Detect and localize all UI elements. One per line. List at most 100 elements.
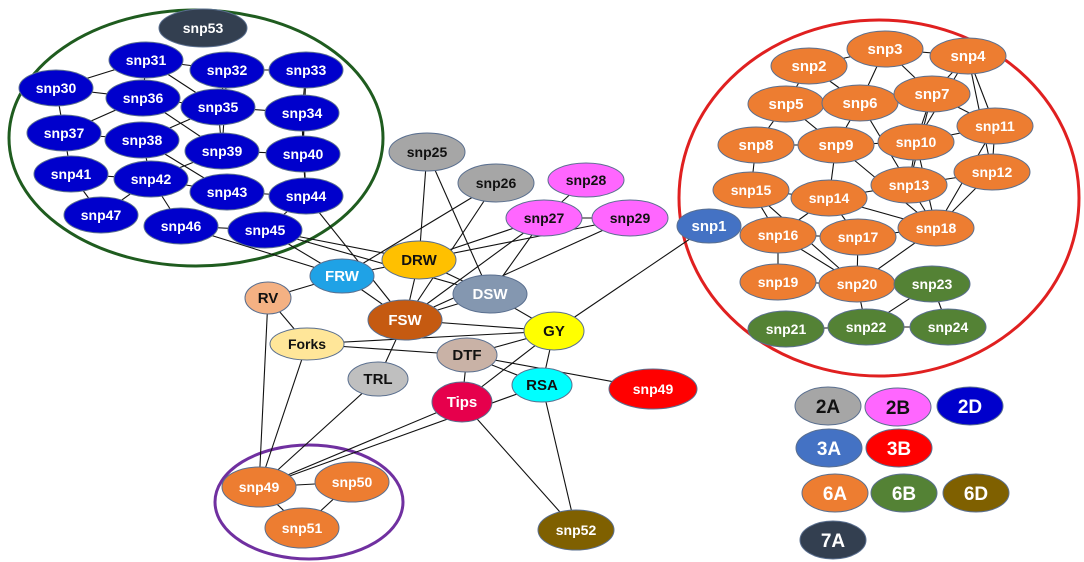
edge-snp26-FRW <box>341 182 497 277</box>
node-snp47[interactable]: snp47 <box>63 196 139 234</box>
node-label: snp36 <box>123 90 164 106</box>
node-DTF[interactable]: DTF <box>436 337 498 373</box>
node-snp51[interactable]: snp51 <box>264 507 340 549</box>
node-snp29[interactable]: snp29 <box>591 199 669 237</box>
node-snp45[interactable]: snp45 <box>227 211 303 249</box>
node-DSW[interactable]: DSW <box>452 274 528 314</box>
node-snp42[interactable]: snp42 <box>113 160 189 198</box>
node-snp18[interactable]: snp18 <box>897 209 975 247</box>
node-snp28[interactable]: snp28 <box>547 162 625 198</box>
node-label: snp44 <box>286 188 327 204</box>
edge-snp29-FSW <box>404 217 631 321</box>
node-snp6[interactable]: snp6 <box>821 84 899 122</box>
node-snp26[interactable]: snp26 <box>457 163 535 203</box>
node-snp24[interactable]: snp24 <box>909 308 987 346</box>
node-snp21[interactable]: snp21 <box>747 310 825 348</box>
node-snp16[interactable]: snp16 <box>739 216 817 254</box>
node-RSA[interactable]: RSA <box>511 367 573 403</box>
node-shape <box>821 84 899 122</box>
node-label: snp49 <box>633 381 674 397</box>
legend-item-2D: 2D <box>936 386 1004 426</box>
node-snp49r[interactable]: snp49 <box>608 368 698 410</box>
node-snp40[interactable]: snp40 <box>265 135 341 173</box>
legend-swatch <box>942 473 1010 513</box>
node-snp32[interactable]: snp32 <box>189 51 265 89</box>
node-label: snp21 <box>766 321 807 337</box>
node-snp43[interactable]: snp43 <box>189 173 265 211</box>
node-snp34[interactable]: snp34 <box>264 94 340 132</box>
node-Forks[interactable]: Forks <box>269 327 345 361</box>
node-label: snp24 <box>928 319 969 335</box>
node-snp7[interactable]: snp7 <box>893 75 971 113</box>
node-GY[interactable]: GY <box>523 311 585 351</box>
node-RV[interactable]: RV <box>244 281 292 315</box>
node-snp39[interactable]: snp39 <box>184 132 260 170</box>
node-snp35[interactable]: snp35 <box>180 88 256 126</box>
node-snp15[interactable]: snp15 <box>712 171 790 209</box>
node-shape <box>158 8 248 48</box>
node-snp41[interactable]: snp41 <box>33 155 109 193</box>
node-snp52[interactable]: snp52 <box>537 509 615 551</box>
node-snp36[interactable]: snp36 <box>105 79 181 117</box>
node-label: RV <box>258 290 279 307</box>
node-snp38[interactable]: snp38 <box>104 121 180 159</box>
edge-TRL-snp49 <box>258 378 379 488</box>
node-snp30[interactable]: snp30 <box>18 69 94 107</box>
node-shape <box>523 311 585 351</box>
node-shape <box>18 69 94 107</box>
node-label: snp11 <box>975 118 1015 134</box>
node-TRL[interactable]: TRL <box>347 361 409 397</box>
node-label: snp45 <box>245 222 286 238</box>
node-label: snp5 <box>768 96 803 113</box>
node-label: snp26 <box>476 175 517 191</box>
node-label: snp30 <box>36 80 77 96</box>
node-shape <box>244 281 292 315</box>
edge-Forks-snp49 <box>258 343 308 488</box>
node-label: Forks <box>288 336 326 352</box>
legend-label: 3B <box>887 439 911 460</box>
node-snp31[interactable]: snp31 <box>108 41 184 79</box>
node-snp46[interactable]: snp46 <box>143 207 219 245</box>
node-label: snp43 <box>207 184 248 200</box>
node-snp19[interactable]: snp19 <box>739 263 817 301</box>
node-shape <box>264 94 340 132</box>
node-snp27[interactable]: snp27 <box>505 199 583 237</box>
node-snp17[interactable]: snp17 <box>819 218 897 256</box>
legend-swatch <box>936 386 1004 426</box>
node-snp33[interactable]: snp33 <box>268 51 344 89</box>
node-snp53[interactable]: snp53 <box>158 8 248 48</box>
node-snp23[interactable]: snp23 <box>893 265 971 303</box>
node-snp22[interactable]: snp22 <box>827 308 905 346</box>
node-label: snp52 <box>556 522 597 538</box>
node-shape <box>953 153 1031 191</box>
node-snp1[interactable]: snp1 <box>676 208 742 244</box>
node-snp37[interactable]: snp37 <box>26 114 102 152</box>
node-FRW[interactable]: FRW <box>309 258 375 294</box>
node-snp13[interactable]: snp13 <box>870 166 948 204</box>
node-label: snp28 <box>566 172 607 188</box>
node-snp20[interactable]: snp20 <box>818 265 896 303</box>
node-label: snp31 <box>126 52 167 68</box>
node-snp14[interactable]: snp14 <box>790 179 868 217</box>
node-label: snp40 <box>283 146 324 162</box>
node-FSW[interactable]: FSW <box>367 299 443 341</box>
legend-item-2A: 2A <box>794 386 862 426</box>
node-snp25[interactable]: snp25 <box>388 132 466 172</box>
node-snp11[interactable]: snp11 <box>956 107 1034 145</box>
node-snp5[interactable]: snp5 <box>747 85 825 123</box>
node-shape <box>431 381 493 423</box>
node-snp9[interactable]: snp9 <box>797 126 875 164</box>
node-snp10[interactable]: snp10 <box>877 123 955 161</box>
node-snp3[interactable]: snp3 <box>846 30 924 68</box>
node-snp49[interactable]: snp49 <box>221 466 297 508</box>
node-snp8[interactable]: snp8 <box>717 126 795 164</box>
edge-Tips-snp52 <box>461 401 577 531</box>
node-DRW[interactable]: DRW <box>381 240 457 280</box>
node-snp4[interactable]: snp4 <box>929 37 1007 75</box>
node-snp50[interactable]: snp50 <box>314 461 390 503</box>
node-snp2[interactable]: snp2 <box>770 47 848 85</box>
node-snp12[interactable]: snp12 <box>953 153 1031 191</box>
node-Tips[interactable]: Tips <box>431 381 493 423</box>
node-snp44[interactable]: snp44 <box>268 177 344 215</box>
